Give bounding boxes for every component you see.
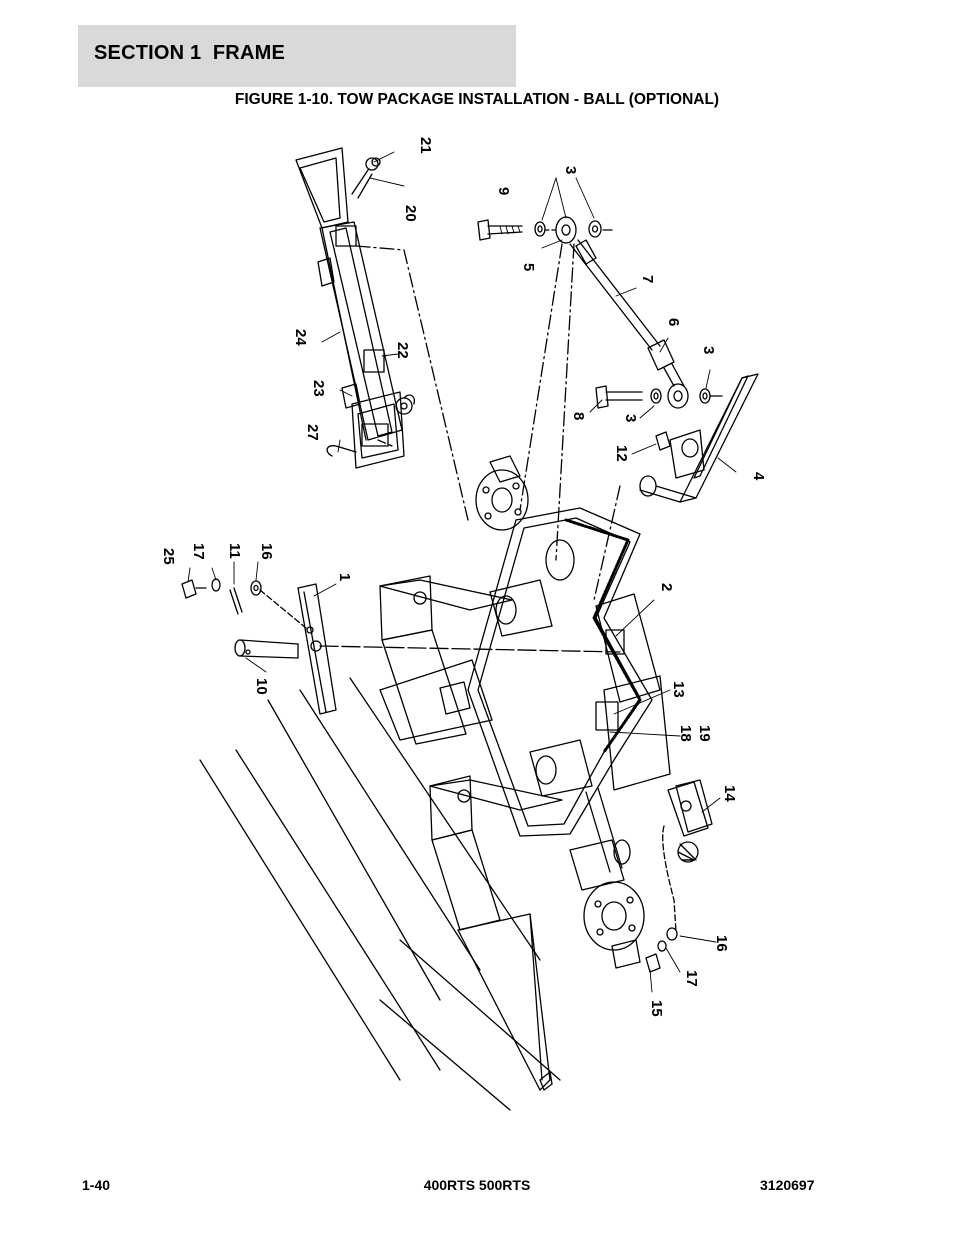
figure-title: FIGURE 1-10. TOW PACKAGE INSTALLATION - … (234, 91, 720, 108)
callout-16-b: 16 (713, 935, 730, 952)
callout-3-c: 3 (622, 414, 639, 422)
callout-12: 12 (613, 445, 630, 462)
callout-3-b: 3 (700, 346, 717, 354)
callout-18: 18 (677, 725, 694, 742)
callout-17: 17 (190, 543, 207, 560)
callout-11: 11 (226, 543, 243, 559)
callout-17-b: 17 (683, 970, 700, 987)
leader-lines (187, 151, 737, 993)
callout-23: 23 (310, 380, 327, 397)
callout-20: 20 (402, 205, 419, 222)
callout-21: 21 (417, 137, 434, 154)
footer-doc-number: 3120697 (760, 1177, 815, 1193)
callout-5: 5 (520, 263, 537, 271)
footer-page-number: 1-40 (82, 1177, 111, 1193)
callout-25: 25 (160, 548, 177, 565)
footer-model: 400RTS 500RTS (423, 1177, 531, 1193)
callout-24: 24 (292, 329, 309, 346)
callout-labels: 21 20 9 3 5 7 24 22 6 3 23 8 3 27 12 4 2… (160, 137, 767, 1017)
callout-3: 3 (562, 166, 579, 174)
callout-9: 9 (495, 187, 512, 195)
callout-2: 2 (658, 583, 675, 591)
bracket-4 (593, 373, 759, 601)
ball-mount-assembly (645, 779, 713, 973)
callout-8: 8 (570, 412, 587, 420)
section-header: SECTION 1 FRAME (78, 25, 516, 87)
callout-27: 27 (304, 424, 321, 441)
upper-link-hardware (477, 216, 723, 561)
callout-13: 13 (670, 681, 687, 698)
callout-22: 22 (394, 342, 411, 359)
frame-assembly (199, 455, 671, 1111)
callout-10: 10 (253, 678, 270, 695)
callout-15: 15 (648, 1000, 665, 1017)
callout-1: 1 (336, 573, 353, 581)
callout-19: 19 (696, 725, 713, 742)
tow-bar-assembly (295, 147, 469, 521)
callout-14: 14 (721, 785, 738, 802)
callout-6: 6 (665, 318, 682, 326)
callout-7: 7 (639, 275, 656, 283)
callout-16: 16 (258, 543, 275, 560)
section-title: SECTION 1 FRAME (94, 42, 285, 64)
hitch-pin-assembly (181, 578, 337, 715)
callout-4: 4 (750, 472, 767, 481)
